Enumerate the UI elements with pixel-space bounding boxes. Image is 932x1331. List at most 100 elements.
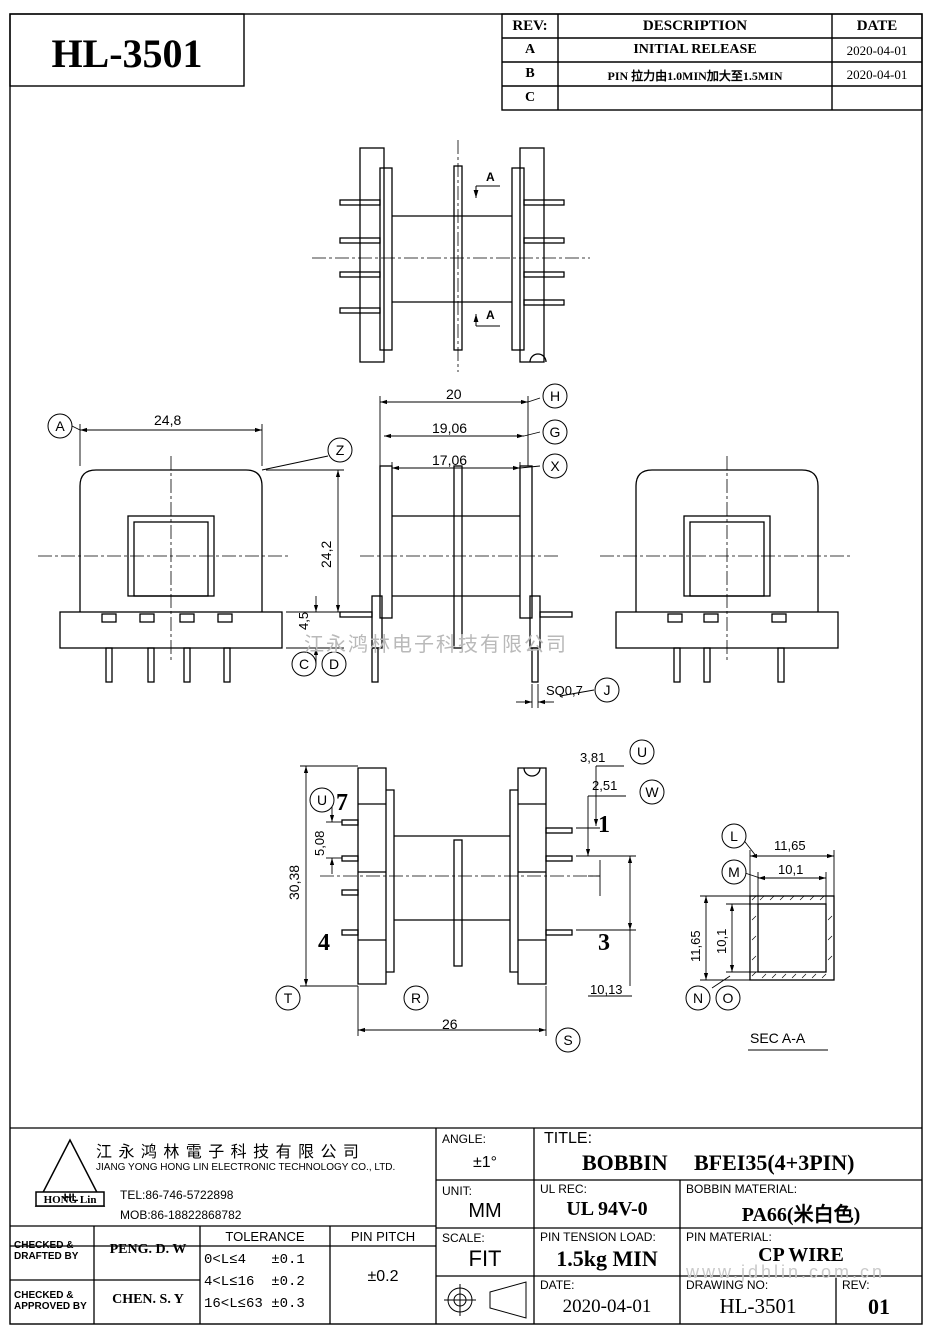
rev-value: 01 xyxy=(868,1294,890,1319)
pin-number-4: 4 xyxy=(318,930,330,956)
rev-row-b-rev: B xyxy=(525,66,535,81)
dimension-lines xyxy=(71,396,835,1036)
unit-value: MM xyxy=(468,1200,502,1222)
tolerance-label: TOLERANCE xyxy=(225,1229,305,1244)
tolerance-row-2: 4<L≤16 ±0.2 xyxy=(204,1274,305,1290)
callout-u-left: U xyxy=(316,792,328,808)
dim-sq0-7: SQ0,7 xyxy=(546,683,583,698)
rev-row-c-rev: C xyxy=(524,90,536,105)
pin-number-7: 7 xyxy=(336,790,348,816)
ul-rec-value: UL 94V-0 xyxy=(566,1198,648,1220)
section-arrows xyxy=(473,185,500,327)
rev-row-a-description: INITIAL RELEASE xyxy=(633,42,757,57)
title-value-part: BFEI35(4+3PIN) xyxy=(694,1150,855,1175)
dim-24-8: 24,8 xyxy=(154,412,182,428)
angle-value: ±1° xyxy=(472,1154,498,1171)
dim-20: 20 xyxy=(446,386,462,402)
dim-11-65-horizontal: 11,65 xyxy=(774,838,806,853)
callout-circles xyxy=(47,383,747,1053)
title-value-bobbin: BOBBIN xyxy=(582,1150,668,1175)
dim-11-65-vertical: 11,65 xyxy=(688,930,703,962)
tolerance-row-3: 16<L≤63 ±0.3 xyxy=(204,1296,305,1312)
top-view-centerlines xyxy=(312,140,590,372)
pin-tension-label: PIN TENSION LOAD: xyxy=(540,1230,656,1244)
callout-u-right: U xyxy=(636,744,648,760)
drawing-no-label: DRAWING NO: xyxy=(686,1278,769,1292)
checked-drafted-name: PENG. D. W xyxy=(109,1242,187,1257)
callout-z: Z xyxy=(335,442,345,458)
scale-value: FIT xyxy=(468,1246,502,1271)
dim-24-2: 24,2 xyxy=(318,540,334,568)
callout-h: H xyxy=(549,388,561,404)
callout-a: A xyxy=(55,418,65,434)
title-block-lines xyxy=(10,1127,922,1324)
pin-pitch-value: ±0.2 xyxy=(367,1268,399,1285)
bobbin-material-value: PA66(米白色) xyxy=(741,1204,861,1226)
dim-10-13: 10,13 xyxy=(590,982,623,997)
callout-c: C xyxy=(298,656,310,672)
watermark-website: www.jdhlin.com.cn xyxy=(686,1262,886,1282)
pin-number-1: 1 xyxy=(598,812,610,838)
ul-rec-label: UL REC: xyxy=(540,1182,587,1196)
dim-19-06: 19,06 xyxy=(432,420,468,436)
bobbin-material-label: BOBBIN MATERIAL: xyxy=(686,1182,798,1196)
logo-letters: HL xyxy=(63,1192,79,1204)
section-mark-bottom: A xyxy=(486,308,495,322)
callout-l: L xyxy=(730,828,738,844)
company-tel: TEL:86-746-5722898 xyxy=(120,1188,234,1202)
part-number-title: HL-3501 xyxy=(51,31,203,76)
callout-x: X xyxy=(550,458,560,474)
callout-r: R xyxy=(410,990,422,1006)
callout-g: G xyxy=(549,424,561,440)
date-label: DATE: xyxy=(540,1278,575,1292)
projection-symbol xyxy=(444,1281,527,1319)
callout-s: S xyxy=(563,1032,573,1048)
unit-label: UNIT: xyxy=(442,1184,472,1198)
revision-table-lines xyxy=(501,13,923,111)
date-value: 2020-04-01 xyxy=(562,1296,652,1317)
pin-pitch-label: PIN PITCH xyxy=(350,1229,416,1244)
pin-material-value: CP WIRE xyxy=(758,1244,844,1266)
rev-label: REV: xyxy=(842,1278,870,1292)
scale-label: SCALE: xyxy=(442,1231,485,1245)
drawing-no-value: HL-3501 xyxy=(719,1294,797,1318)
section-a-a-label: SEC A-A xyxy=(750,1030,806,1046)
callout-m: M xyxy=(728,864,740,880)
company-mob: MOB:86-18822868782 xyxy=(120,1208,242,1222)
dim-30-38: 30,38 xyxy=(286,864,302,900)
tolerance-row-1: 0<L≤4 ±0.1 xyxy=(204,1252,305,1268)
checked-approved-label: CHECKED & APPROVED BY xyxy=(14,1290,87,1312)
rev-header: REV: xyxy=(512,18,548,34)
dim-10-1-vertical: 10,1 xyxy=(714,928,729,954)
section-hatch xyxy=(751,895,833,979)
pin-tension-value: 1.5kg MIN xyxy=(556,1246,658,1271)
date-header: DATE xyxy=(856,18,898,34)
dim-17-06: 17,06 xyxy=(432,452,468,468)
callout-o: O xyxy=(722,990,734,1006)
section-a-a xyxy=(749,895,835,981)
part-number-box xyxy=(9,13,245,87)
front-view-left-centerlines xyxy=(38,456,290,660)
pin-number-3: 3 xyxy=(598,930,610,956)
sheet-border xyxy=(9,13,923,1325)
callout-n: N xyxy=(692,990,704,1006)
company-name-cn: 江 永 鸿 林 電 子 科 技 有 限 公 司 xyxy=(96,1144,360,1161)
pin-material-label: PIN MATERIAL: xyxy=(686,1230,772,1244)
checked-approved-name: CHEN. S. Y xyxy=(112,1292,184,1307)
checked-drafted-label: CHECKED & DRAFTED BY xyxy=(14,1240,79,1262)
description-header: DESCRIPTION xyxy=(642,18,748,34)
rev-row-a-date: 2020-04-01 xyxy=(846,43,908,58)
dim-2-51: 2,51 xyxy=(592,778,618,793)
dim-26: 26 xyxy=(442,1016,458,1032)
angle-label: ANGLE: xyxy=(442,1132,487,1146)
bottom-view xyxy=(341,767,573,985)
company-name-en: JIANG YONG HONG LIN ELECTRONIC TECHNOLOG… xyxy=(96,1162,396,1173)
callout-t: T xyxy=(283,990,293,1006)
rev-row-b-date: 2020-04-01 xyxy=(846,67,908,82)
watermark-company: 江永鸿林电子科技有限公司 xyxy=(304,634,568,656)
company-logo-shape xyxy=(34,1138,106,1207)
logo-text: HONG Lin xyxy=(43,1194,97,1206)
dim-3-81: 3,81 xyxy=(580,750,606,765)
rev-row-a-rev: A xyxy=(524,42,536,57)
